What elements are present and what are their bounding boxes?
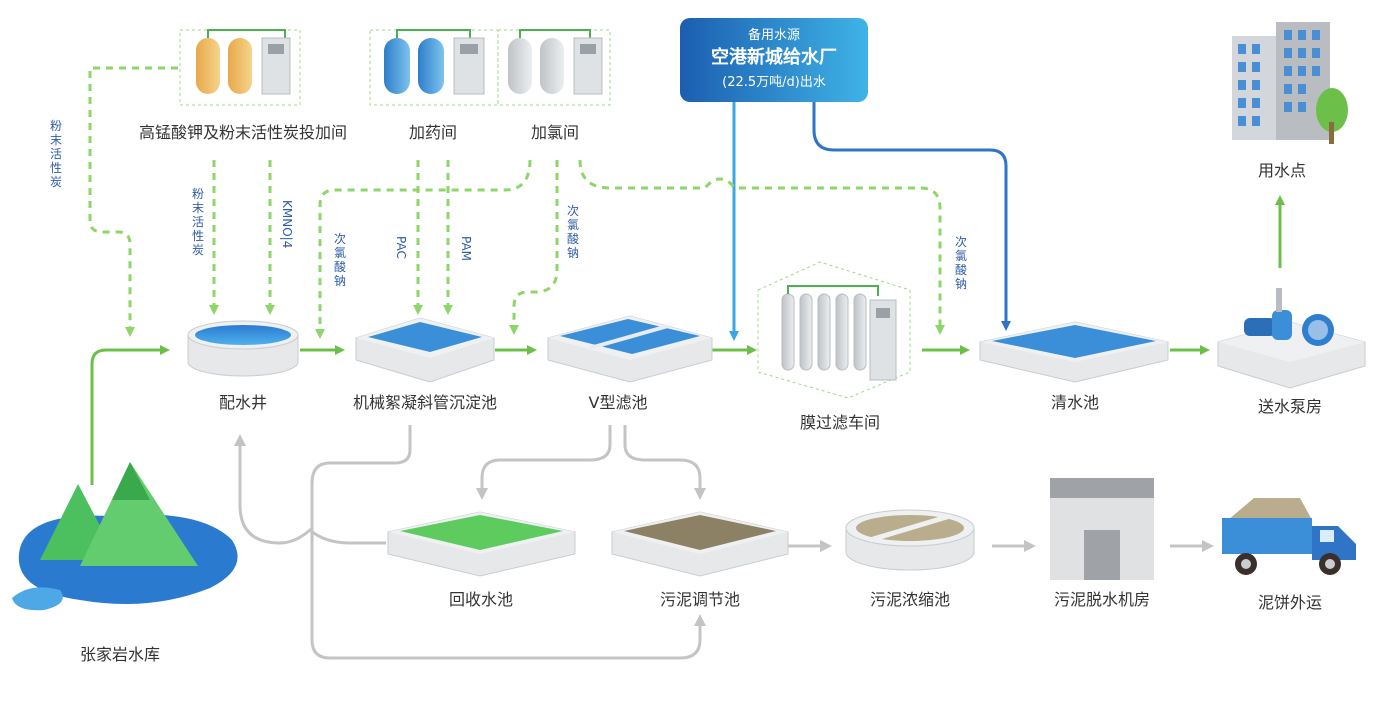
svg-text:次: 次: [567, 204, 579, 218]
pam-label: PAM: [459, 236, 473, 261]
sludge-adjustment-tank: [611, 511, 789, 577]
svg-text:炭: 炭: [50, 175, 62, 189]
user-point-buildings: [1232, 22, 1348, 144]
vfilter-to-sludge-adj-arrow: [623, 425, 706, 500]
svg-text:粉: 粉: [192, 187, 204, 201]
svg-text:性: 性: [50, 161, 62, 175]
pump-label: 送水泵房: [1258, 397, 1322, 416]
backup-source-top: 备用水源: [748, 27, 800, 43]
naclo-line-1: [315, 159, 532, 339]
recovery-to-well-arrow: [234, 434, 386, 545]
svg-text:末: 末: [192, 201, 204, 215]
naclo-label-2: 次 氯 酸 钠: [567, 204, 579, 260]
sludge-adj-label: 污泥调节池: [660, 590, 740, 609]
svg-text:粉: 粉: [50, 119, 62, 133]
pump-house: [1217, 288, 1366, 389]
pac-label: PAC: [394, 236, 408, 259]
svg-text:钠: 钠: [334, 273, 346, 288]
recovery-label: 回收水池: [449, 590, 513, 609]
vfilter-to-recovery-arrow: [476, 425, 612, 500]
backup-source-capacity: (22.5万吨/d)出水: [722, 75, 826, 90]
backup-source-box: 备用水源 空港新城给水厂 (22.5万吨/d)出水: [680, 18, 868, 102]
svg-text:活: 活: [192, 215, 204, 229]
sludge-cake-truck: [1222, 498, 1356, 575]
sludge-thickener: [845, 509, 975, 571]
svg-text:次: 次: [334, 232, 346, 246]
backup-source-name: 空港新城给水厂: [711, 46, 837, 68]
kmno4-room-equipment: [179, 29, 301, 106]
distribution-well: [187, 320, 299, 377]
sedimentation-tank: [355, 317, 495, 383]
svg-text:酸: 酸: [955, 262, 967, 277]
svg-text:酸: 酸: [334, 259, 346, 274]
dosing-room-label: 加药间: [409, 123, 457, 142]
dewatering-building: [1050, 478, 1154, 580]
thickener-label: 污泥浓缩池: [870, 590, 950, 609]
reservoir-to-well-arrow: [90, 345, 170, 485]
svg-text:钠: 钠: [955, 276, 967, 291]
svg-text:氯: 氯: [334, 246, 346, 260]
sed-label: 机械絮凝斜管沉淀池: [353, 393, 497, 412]
svg-text:活: 活: [50, 147, 62, 161]
svg-text:炭: 炭: [192, 243, 204, 257]
svg-text:性: 性: [192, 229, 204, 243]
naclo-label-3: 次 氯 酸 钠: [955, 235, 967, 291]
v-filter: [547, 315, 713, 383]
user-label: 用水点: [1258, 161, 1306, 180]
sed-to-sludge-adj-arrow: [310, 425, 706, 660]
dosing-room-equipment: [369, 29, 499, 106]
svg-text:次: 次: [955, 235, 967, 249]
recovery-tank: [387, 511, 576, 577]
pac-line-left: [88, 66, 178, 337]
reservoir-label: 张家岩水库: [80, 645, 160, 664]
vfilter-label: V型滤池: [589, 393, 648, 412]
clear-water-tank: [979, 321, 1169, 383]
svg-text:氯: 氯: [955, 249, 967, 263]
kmno4-room-label: 高锰酸钾及粉末活性炭投加间: [139, 123, 347, 142]
svg-text:酸: 酸: [567, 231, 579, 246]
dewater-label: 污泥脱水机房: [1054, 590, 1150, 609]
svg-text:末: 末: [50, 133, 62, 147]
naclo-label-1: 次 氯 酸 钠: [334, 232, 346, 288]
membrane-building: [757, 261, 911, 399]
clearwell-label: 清水池: [1051, 393, 1099, 412]
naclo-line-3: [578, 159, 945, 335]
chlorine-room-label: 加氯间: [531, 123, 579, 142]
cake-label: 泥饼外运: [1258, 593, 1322, 612]
svg-text:钠: 钠: [567, 245, 579, 260]
zhangjiayan-reservoir: [12, 462, 238, 611]
kmno4-label: KMNO|4: [280, 200, 294, 248]
well-label: 配水井: [219, 393, 267, 412]
chlorine-room-equipment: [497, 29, 611, 106]
naclo-line-2: [509, 160, 559, 335]
backup-to-clearwell-line: [812, 102, 1011, 331]
pac-label-left: 粉 末 活 性 炭: [50, 119, 62, 189]
svg-text:氯: 氯: [567, 218, 579, 232]
membrane-label: 膜过滤车间: [800, 413, 880, 432]
pac-label-mid: 粉 末 活 性 炭: [192, 187, 204, 257]
